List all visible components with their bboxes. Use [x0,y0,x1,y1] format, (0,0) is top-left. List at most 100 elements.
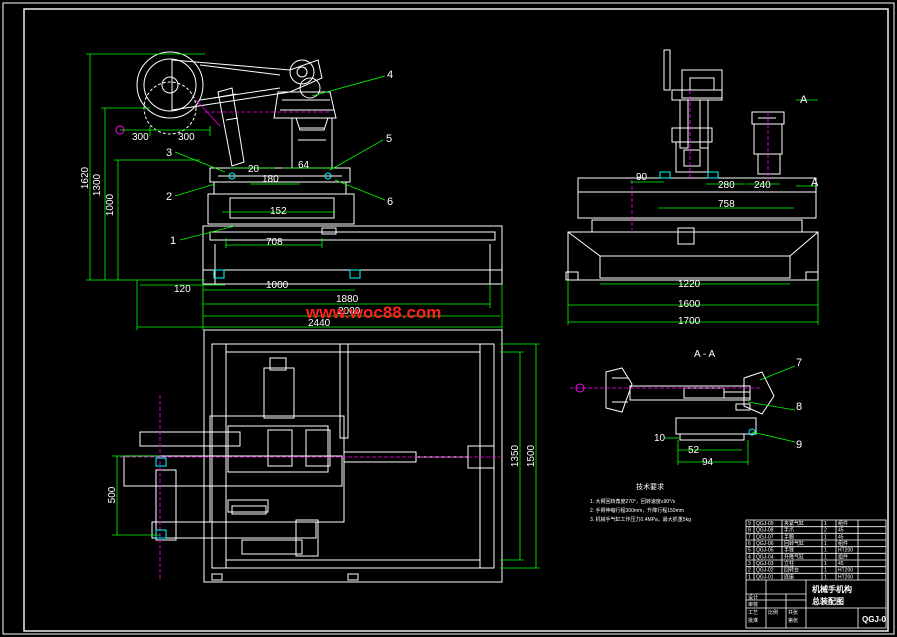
front-dim-2000: 2000 [338,306,361,317]
parts-cell-r7-c4: HT200 [838,568,853,574]
side-dim-280: 280 [718,180,735,191]
front-flywheel-outer [136,51,204,119]
part-label-9: 9 [796,439,802,451]
parts-cell-r8-c0: 1 [748,574,751,580]
section-dim-94: 94 [702,457,714,468]
parts-cell-r8-c3: 1 [824,574,827,580]
parts-cell-r4-c4: HT200 [838,548,853,554]
inner-frame [23,8,889,632]
parts-cell-r2-c2: 手腕 [784,533,794,540]
parts-cell-r4-c3: 1 [824,548,827,554]
parts-cell-r3-c2: 回转气缸 [784,540,804,547]
title-block-label-review: 审核 [748,601,758,608]
title-block-label-scale: 比例 [768,609,778,616]
top-dim-500: 500 [107,486,118,503]
parts-cell-r0-c3: 1 [824,521,827,527]
drawing-title-line-2: 总装配图 [812,596,844,606]
section-aa-dimension-lines [665,365,796,465]
parts-cell-r3-c3: 1 [824,541,827,547]
front-dim-20: 20 [248,164,260,175]
front-dim-1620: 1620 [80,166,91,189]
parts-cell-r1-c1: QGJ-08 [756,528,774,534]
front-dim-1880: 1880 [336,294,359,305]
tech-requirement-1: 1. 大臂回转角度270°，回转速度≤90°/s [590,498,676,505]
parts-cell-r2-c3: 1 [824,534,827,540]
side-dim-90: 90 [636,172,648,183]
drawing-title-line-1: 机械手机构 [812,584,852,594]
front-dim-64: 64 [298,160,310,171]
section-mark-top: A [800,94,808,106]
parts-cell-r2-c1: QGJ-07 [756,534,774,540]
parts-cell-r1-c4: 45 [838,528,844,534]
parts-cell-r7-c2: 回转台 [784,567,799,574]
parts-cell-r4-c0: 5 [748,548,751,554]
front-dim-300a: 300 [132,132,149,143]
side-view [565,49,819,281]
parts-cell-r3-c0: 6 [748,541,751,547]
parts-cell-r1-c2: 手爪 [784,527,794,534]
side-dim-1600: 1600 [678,299,701,310]
side-dim-1700: 1700 [678,316,701,327]
tech-requirements: 技术要求 1. 大臂回转角度270°，回转速度≤90°/s 2. 手臂伸缩行程3… [590,482,691,523]
parts-cell-r3-c1: QGJ-06 [756,541,774,547]
parts-cell-r5-c4: 组件 [838,553,848,560]
title-block-label-sheets: 共张 [788,609,798,616]
front-dimension-lines [86,53,503,330]
front-view [136,51,503,285]
section-dim-10: 10 [654,433,666,444]
part-label-1: 1 [170,235,176,247]
tech-requirement-3: 3. 机械手气缸工作压力0.4MPa，最大抓重5kg [590,516,691,523]
parts-cell-r6-c1: QGJ-03 [756,561,774,567]
front-dim-2440: 2440 [308,318,331,329]
parts-cell-r0-c0: 9 [748,521,751,527]
parts-cell-r5-c2: 升降气缸 [784,553,804,560]
part-label-3: 3 [166,147,172,159]
title-block-label-sheet-no: 第张 [788,617,798,624]
parts-cell-r5-c1: QGJ-04 [756,554,774,560]
part-label-6: 6 [387,196,393,208]
front-dim-708: 708 [266,237,283,248]
part-label-2: 2 [166,191,172,203]
front-leader-lines [174,75,386,241]
side-dim-1220: 1220 [678,279,701,290]
parts-cell-r4-c2: 手臂 [784,547,794,554]
parts-cell-r0-c4: 组件 [838,520,848,527]
title-block-label-approve: 批准 [748,617,758,624]
part-label-4: 4 [387,69,393,81]
section-mark-bottom: A [811,177,819,189]
tech-requirements-title: 技术要求 [636,482,664,491]
watermark-text: www.woc88.com [305,303,441,322]
front-bed [202,225,503,285]
front-dim-1000: 1000 [266,280,289,291]
parts-cell-r5-c0: 4 [748,554,751,560]
part-label-7: 7 [796,357,802,369]
part-label-5: 5 [386,133,392,145]
drawing-code: QGJ-0 [862,615,887,624]
front-dim-1000-vertical: 1000 [105,193,116,216]
tech-requirement-2: 2. 手臂伸缩行程300mm，升降行程150mm [590,507,684,514]
top-dim-1350: 1350 [510,444,521,467]
parts-cell-r6-c2: 立柱 [784,560,794,567]
front-dim-1300: 1300 [92,173,103,196]
parts-cell-r6-c3: 1 [824,561,827,567]
parts-cell-r8-c4: HT200 [838,574,853,580]
parts-cell-r0-c1: QGJ-09 [756,521,774,527]
parts-cell-r5-c3: 1 [824,554,827,560]
parts-cell-r7-c3: 1 [824,568,827,574]
section-dim-52: 52 [688,445,700,456]
title-block-label-process: 工艺 [748,610,758,616]
top-view [123,329,503,583]
parts-cell-r7-c0: 2 [748,568,751,574]
section-aa-view [605,367,775,441]
parts-cell-r8-c1: QGJ-01 [756,574,774,580]
front-dim-152: 152 [270,206,287,217]
part-label-8: 8 [796,401,802,413]
title-block [745,519,887,629]
title-block-label-design: 设计 [748,594,758,601]
top-dimension-lines [112,343,540,569]
parts-cell-r8-c2: 底座 [784,573,794,580]
side-dim-240: 240 [754,180,771,191]
